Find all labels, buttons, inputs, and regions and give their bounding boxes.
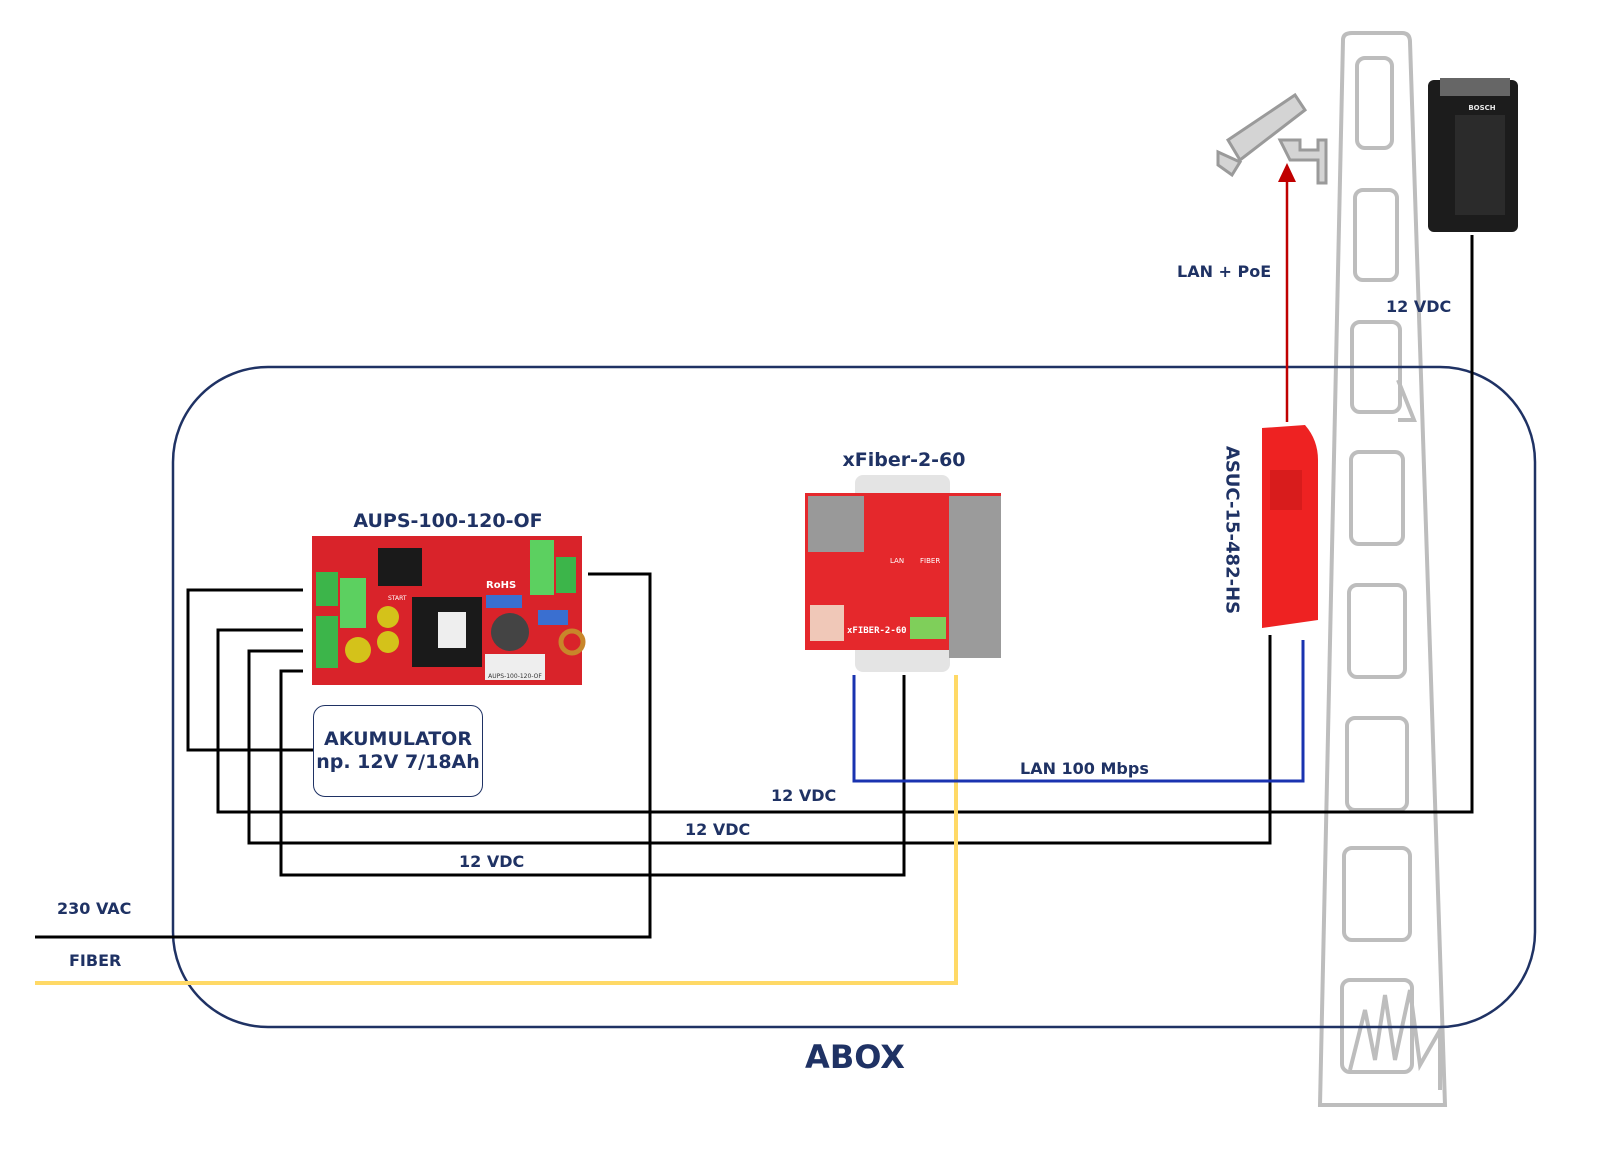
abox-enclosure: [171, 365, 1537, 1029]
battery-box: AKUMULATOR np. 12V 7/18Ah: [313, 705, 483, 797]
label-230vac: 230 VAC: [57, 899, 132, 918]
label-12vdc-illuminator: 12 VDC: [771, 786, 837, 805]
xfiber-board: xFIBER-2-60 LAN FIBER: [805, 475, 1001, 672]
xfiber-lan-mark: LAN: [890, 557, 904, 565]
wire-12vdc-xfiber: [279, 669, 906, 877]
power-wires: [35, 235, 1474, 939]
abox-label: ABOX: [805, 1038, 905, 1076]
battery-title: AKUMULATOR: [324, 728, 472, 750]
xfiber-label: xFiber-2-60: [842, 449, 966, 471]
label-12vdc-asuc: 12 VDC: [685, 820, 751, 839]
wire-230vac: [35, 572, 652, 939]
wire-poe: [1278, 163, 1296, 422]
wire-12vdc-asuc: [247, 635, 1272, 845]
aups-label: AUPS-100-120-OF: [353, 510, 543, 532]
wire-12vdc-illuminator: [216, 235, 1474, 814]
aups-rohs-mark: RoHS: [486, 580, 516, 591]
label-lan: LAN 100 Mbps: [1020, 759, 1149, 778]
label-12vdc-xfiber: 12 VDC: [459, 852, 525, 871]
aups-board-text: AUPS-100-120-OF: [488, 673, 542, 680]
asuc-device: [1262, 425, 1318, 628]
wire-lan: [852, 640, 1305, 783]
wire-fiber: [35, 675, 958, 985]
aups-start-mark: START: [388, 595, 407, 602]
xfiber-board-text: xFIBER-2-60: [847, 626, 907, 636]
battery-spec: np. 12V 7/18Ah: [316, 751, 480, 773]
camera-icon: [1216, 92, 1328, 185]
aups-board: AUPS-100-120-OF RoHS START: [312, 536, 586, 685]
asuc-label: ASUC-15-482-HS: [1221, 445, 1243, 615]
illuminator-icon: BOSCH: [1428, 78, 1518, 232]
illuminator-brand: BOSCH: [1468, 104, 1495, 112]
label-fiber: FIBER: [69, 951, 122, 970]
label-12vdc-outside: 12 VDC: [1386, 297, 1452, 316]
xfiber-fiber-mark: FIBER: [920, 557, 940, 565]
pole: [1317, 31, 1448, 1107]
label-poe: LAN + PoE: [1177, 262, 1272, 281]
